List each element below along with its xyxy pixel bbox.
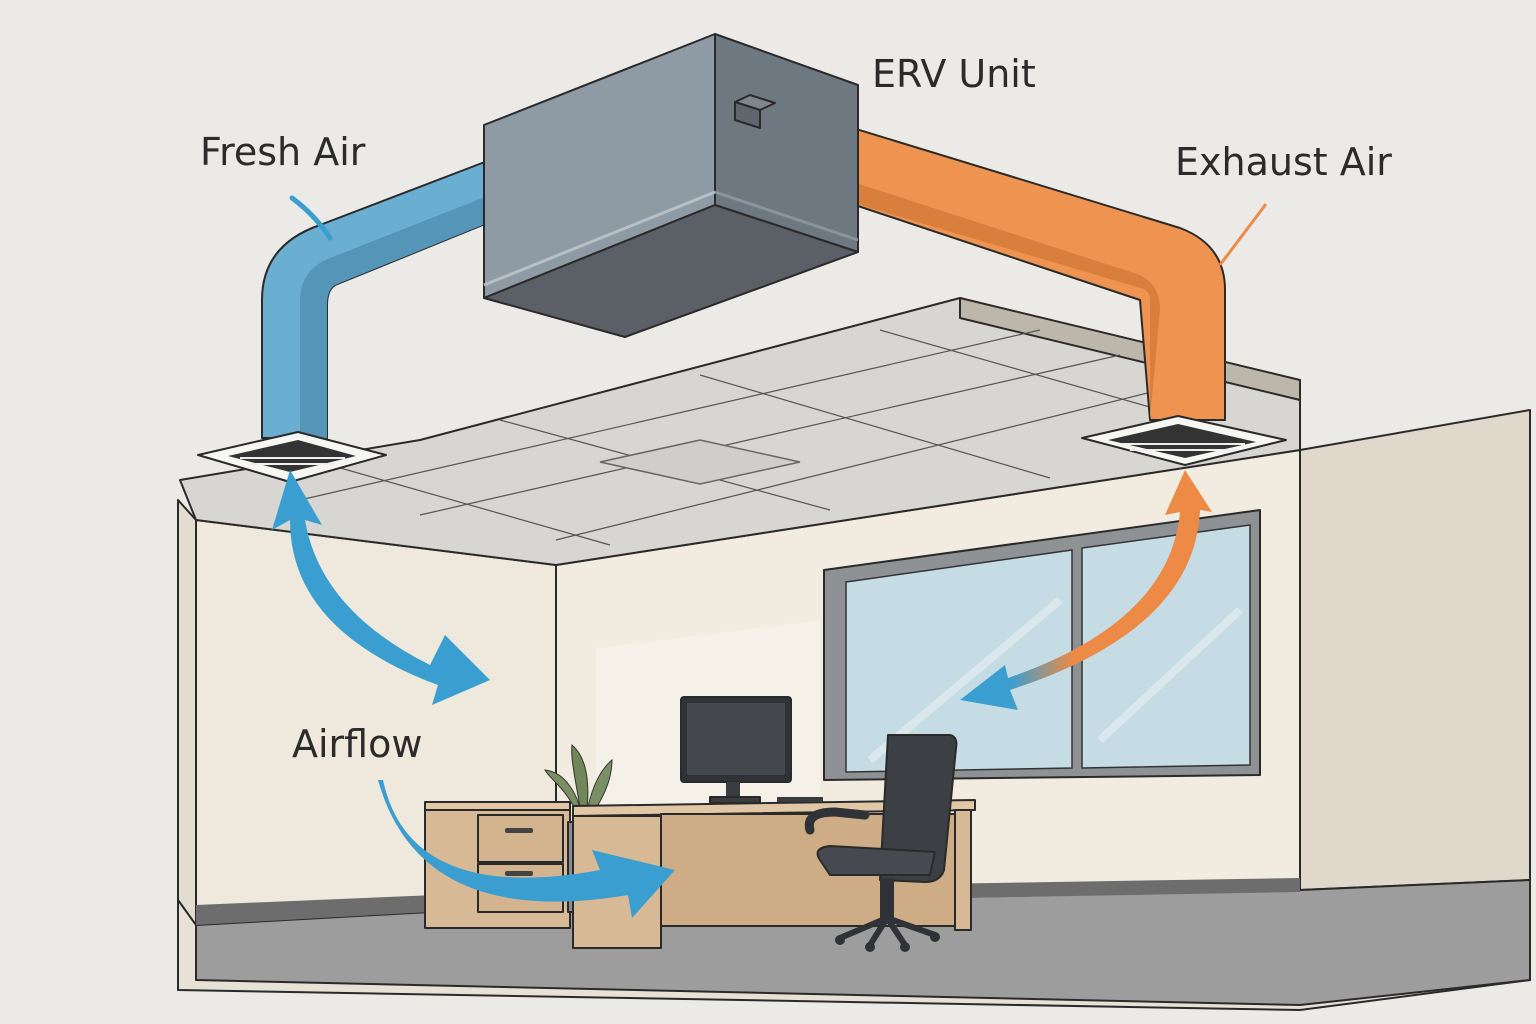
fresh-air-leader-line: [289, 195, 333, 241]
fresh-air-duct: [197, 159, 491, 483]
exhaust-air-arrow: [960, 470, 1212, 710]
office-furniture: [424, 696, 976, 952]
erv-unit: [483, 33, 859, 338]
erv-bracket-icon: [734, 94, 776, 129]
ceiling-panel: [599, 439, 801, 485]
left-wall: [177, 499, 197, 926]
ceiling: [179, 297, 1301, 566]
right-wall: [1299, 409, 1531, 891]
airflow-desk-arrow: [378, 780, 675, 918]
fresh-air-label: Fresh Air: [200, 130, 366, 174]
airflow-label: Airflow: [292, 722, 422, 766]
computer-monitor: [680, 696, 823, 804]
office-chair: [804, 734, 958, 952]
erv-unit-bottom: [483, 204, 859, 338]
erv-unit-label: ERV Unit: [872, 52, 1036, 96]
exhaust-air-leader-line: [1218, 203, 1268, 266]
airflow-arrows: [272, 470, 1212, 918]
fresh-air-vent: [197, 431, 387, 483]
fresh-air-arrow: [272, 470, 490, 705]
exhaust-air-vent: [1081, 415, 1287, 466]
exhaust-air-label: Exhaust Air: [1175, 140, 1392, 184]
